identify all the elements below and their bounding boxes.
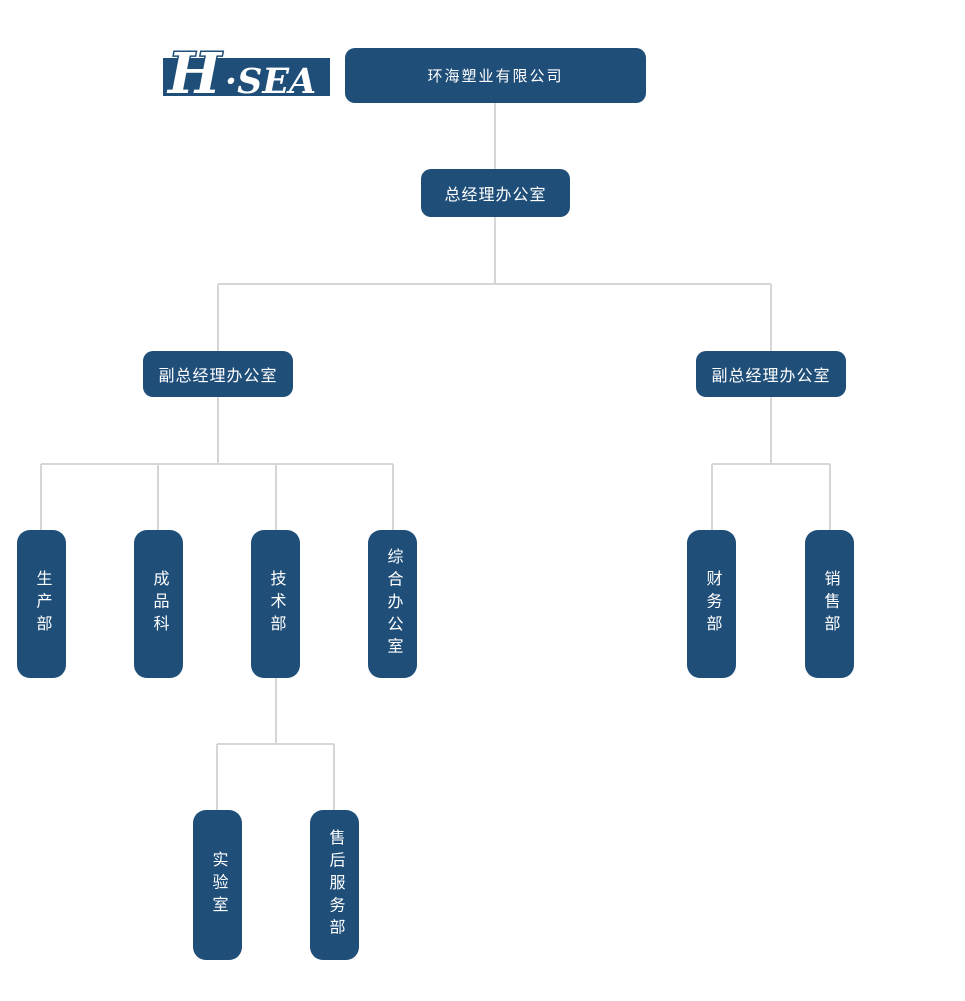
org-node-finance-dept: 财务部 xyxy=(687,530,736,678)
org-node-production-dept: 生产部 xyxy=(17,530,66,678)
org-node-sales-dept: 销售部 xyxy=(805,530,854,678)
org-node-deputy-gm-office-right: 副总经理办公室 xyxy=(696,351,846,397)
logo-letters-sea: ·SEA xyxy=(225,61,316,102)
logo-text: H·SEA xyxy=(166,43,316,105)
org-node-company: 环海塑业有限公司 xyxy=(345,48,646,103)
org-node-gm-office: 总经理办公室 xyxy=(421,169,570,217)
org-node-laboratory: 实验室 xyxy=(193,810,242,960)
hsea-logo: H·SEA xyxy=(163,43,330,105)
org-node-finished-products-section: 成品科 xyxy=(134,530,183,678)
org-node-general-office: 综合办公室 xyxy=(368,530,417,678)
org-node-deputy-gm-office-left: 副总经理办公室 xyxy=(143,351,293,397)
logo-letter-h: H xyxy=(166,43,223,105)
org-node-after-sales-service-dept: 售后服务部 xyxy=(310,810,359,960)
org-node-technology-dept: 技术部 xyxy=(251,530,300,678)
logo-background xyxy=(163,58,330,96)
